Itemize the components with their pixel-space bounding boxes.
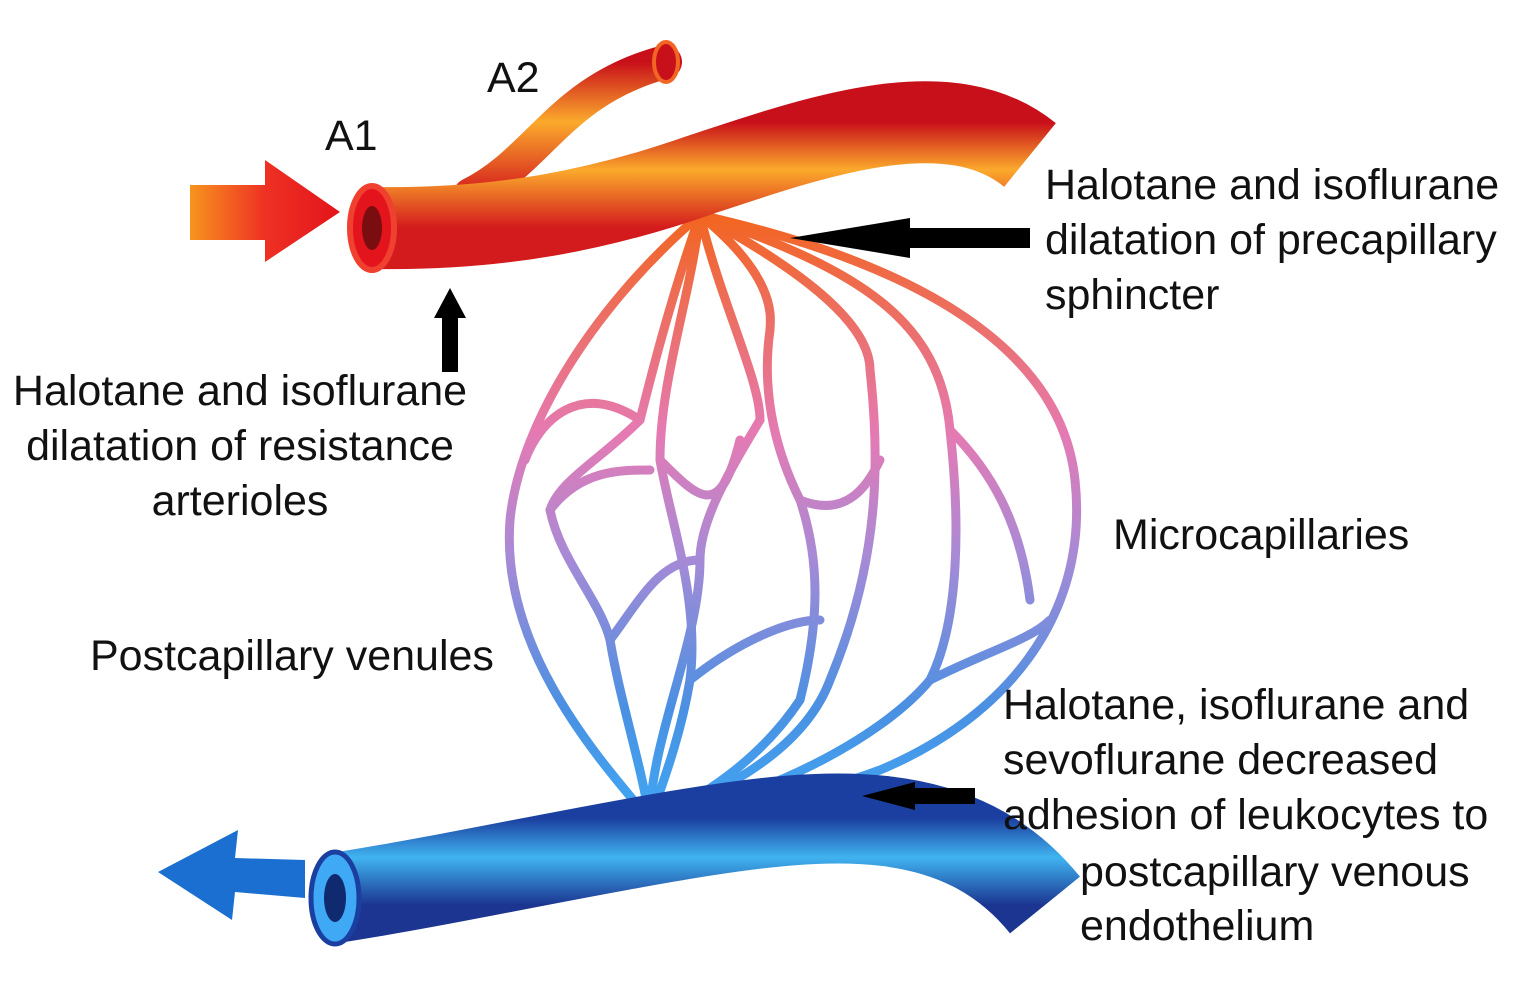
vein-lumen [324,874,346,922]
label-a1: A1 [325,112,378,160]
annotation-line: postcapillary venous [1080,848,1470,896]
label-postcapillary-venules: Postcapillary venules [90,632,494,680]
vein [328,773,1080,943]
annotation-line: dilatation of precapillary [1045,216,1497,264]
annotation-line: Halotane, isoflurane and [1003,681,1469,729]
annotation-line: sphincter [1045,271,1219,319]
annotation-line: arterioles [152,477,329,525]
resistance-annotation: Halotane and isoflurane dilatation of re… [13,367,467,525]
annotation-line: Halotane and isoflurane [13,367,467,415]
outflow-arrow-icon [158,830,305,920]
annotation-line: dilatation of resistance [26,422,454,470]
artery-lumen [362,206,382,250]
inflow-arrow-icon [190,160,340,262]
precapillary-annotation: Halotane and isoflurane dilatation of pr… [1045,161,1499,319]
resistance-pointer-arrow-icon [434,288,466,372]
label-a2: A2 [487,54,540,102]
annotation-line: endothelium [1080,902,1314,950]
annotation-line: Halotane and isoflurane [1045,161,1499,209]
annotation-line: adhesion of leukocytes to [1003,791,1488,839]
leukocyte-pointer-arrow-icon [862,782,975,810]
leukocyte-annotation: Halotane, isoflurane and sevoflurane dec… [1003,681,1488,950]
artery-a2-opening [652,40,680,84]
precapillary-pointer-arrow-icon [790,218,1030,258]
annotation-line: sevoflurane decreased [1003,736,1438,784]
label-microcapillaries: Microcapillaries [1113,511,1409,559]
artery-a1 [374,81,1056,270]
microcapillary-network [504,210,1081,825]
artery-a2-branch [453,45,682,212]
